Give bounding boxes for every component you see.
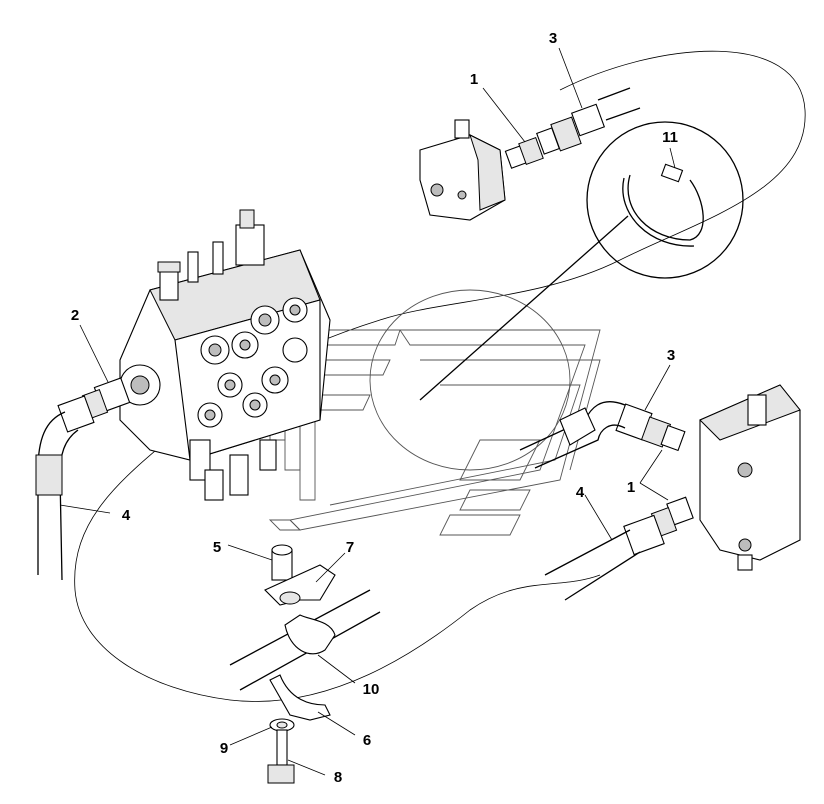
callout-9: 9 xyxy=(220,740,228,757)
upper-fitting-assembly xyxy=(504,87,641,169)
ghost-circle xyxy=(369,289,571,471)
left-hose-assembly xyxy=(35,377,131,581)
right-actuator xyxy=(699,384,801,571)
right-hose-assembly xyxy=(519,401,694,601)
callout-6: 6 xyxy=(363,732,371,749)
callout-11: 11 xyxy=(662,129,678,146)
callout-4-left: 4 xyxy=(122,507,131,524)
callout-2: 2 xyxy=(71,307,79,324)
callout-7: 7 xyxy=(346,539,354,556)
callout-1-upper: 1 xyxy=(470,71,478,88)
leader-lines xyxy=(59,47,676,776)
callout-5: 5 xyxy=(213,539,221,556)
clamp-assembly xyxy=(229,544,381,784)
callout-3-right: 3 xyxy=(667,347,675,364)
relief-valve xyxy=(419,119,506,221)
callout-10: 10 xyxy=(363,681,380,698)
cable-tie-detail xyxy=(419,121,744,401)
callout-1-right: 1 xyxy=(627,479,635,496)
callouts: 1 3 11 2 4 3 1 4 5 7 10 9 6 8 xyxy=(71,30,678,786)
control-valve xyxy=(119,209,331,501)
callout-8: 8 xyxy=(334,769,342,786)
callout-4-right: 4 xyxy=(576,484,585,501)
callout-3-upper: 3 xyxy=(549,30,557,47)
